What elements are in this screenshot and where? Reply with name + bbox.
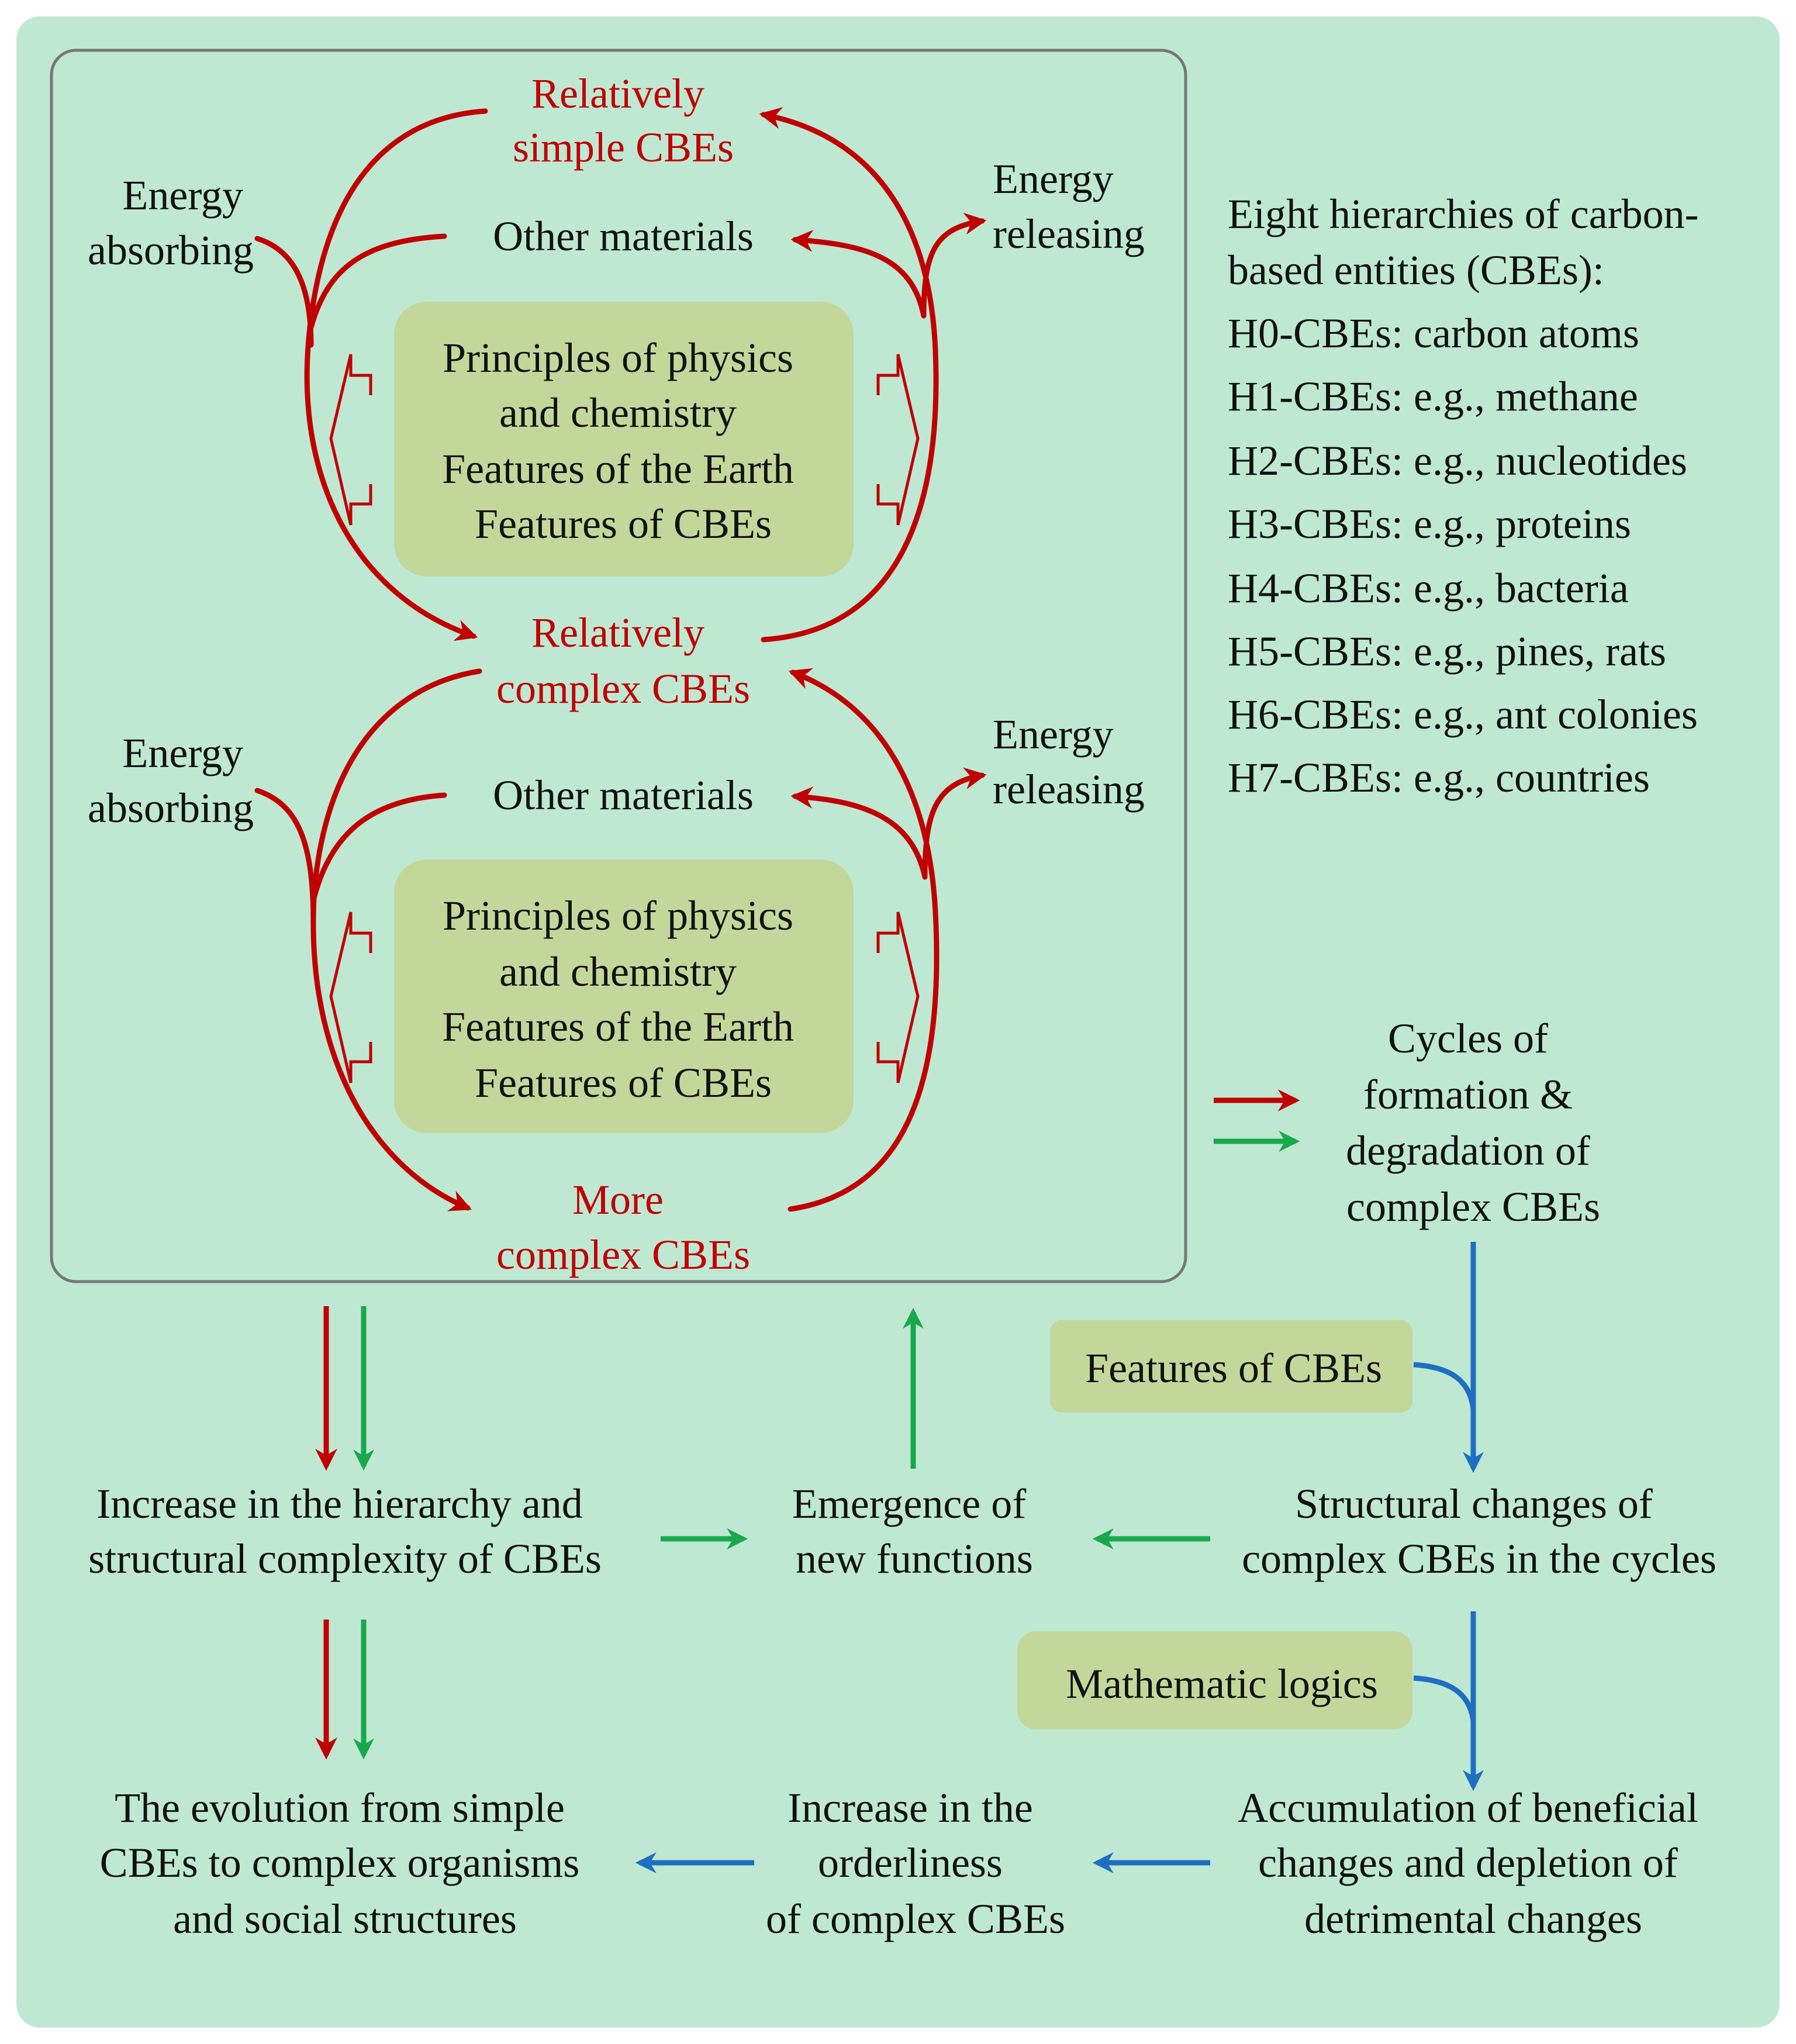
emergence-line-2: new functions — [796, 1535, 1033, 1582]
math-box — [1017, 1631, 1412, 1729]
accumulation-label: Accumulation of beneficial changes and d… — [1238, 1784, 1709, 1942]
energy-releasing-upper-label: Energy releasing — [993, 156, 1145, 257]
hierarchy-item: H6-CBEs: e.g., ant colonies — [1228, 691, 1698, 738]
principles-upper-line-3: Features of the Earth — [442, 446, 794, 492]
structural-changes-line-2: complex CBEs in the cycles — [1242, 1535, 1716, 1582]
more-complex-cbes-line-2: complex CBEs — [496, 1231, 750, 1278]
structural-changes-line-1: Structural changes of — [1295, 1480, 1653, 1527]
increase-hierarchy-line-2: structural complexity of CBEs — [88, 1535, 602, 1582]
hierarchy-item: H0-CBEs: carbon atoms — [1228, 310, 1639, 357]
more-complex-cbes-label: More complex CBEs — [496, 1176, 750, 1278]
arrow-other-out-upper — [790, 230, 927, 319]
orderliness-label: Increase in the orderliness of complex C… — [766, 1784, 1065, 1942]
energy-absorbing-lower-line-1: Energy — [122, 730, 243, 776]
orderliness-line-1: Increase in the — [788, 1784, 1033, 1831]
principles-lower-text: Principles of physics and chemistry Feat… — [442, 892, 804, 1106]
hierarchy-item: H3-CBEs: e.g., proteins — [1228, 500, 1631, 547]
complex-cbes-label: Relatively complex CBEs — [496, 609, 750, 712]
increase-hierarchy-line-1: Increase in the hierarchy and — [96, 1480, 583, 1527]
evolution-line-1: The evolution from simple — [115, 1784, 565, 1831]
arrow-other-in-lower — [310, 792, 447, 903]
simple-cbes-line-1: Relatively — [531, 70, 704, 117]
evolution-line-2: CBEs to complex organisms — [100, 1839, 580, 1886]
simple-cbes-label: Relatively simple CBEs — [513, 70, 734, 171]
principles-upper-text: Principles of physics and chemistry Feat… — [442, 334, 804, 547]
arrow-other-out-lower — [790, 786, 928, 880]
energy-releasing-upper-line-2: releasing — [993, 210, 1145, 257]
arrow-release-upper — [921, 212, 987, 319]
hierarchy-item: H1-CBEs: e.g., methane — [1228, 373, 1638, 420]
energy-releasing-lower-line-1: Energy — [993, 711, 1114, 758]
structural-changes-label: Structural changes of complex CBEs in th… — [1242, 1480, 1716, 1582]
blue-merge-features — [1413, 1362, 1476, 1410]
energy-absorbing-upper-line-1: Energy — [122, 172, 243, 219]
arrow-more-to-complex — [788, 668, 940, 1212]
emergence-label: Emergence of new functions — [792, 1480, 1037, 1582]
orderliness-line-2: orderliness — [818, 1839, 1003, 1886]
principles-upper-line-4: Features of CBEs — [475, 500, 772, 547]
hierarchy-item: H5-CBEs: e.g., pines, rats — [1228, 628, 1666, 675]
accumulation-line-1: Accumulation of beneficial — [1238, 1784, 1698, 1831]
emergence-line-1: Emergence of — [792, 1480, 1026, 1527]
features-box-label: Features of CBEs — [1085, 1345, 1382, 1392]
evolution-line-3: and social structures — [173, 1895, 517, 1942]
more-complex-cbes-line-1: More — [572, 1176, 664, 1223]
accumulation-line-3: detrimental changes — [1304, 1895, 1642, 1942]
cycles-line-1: Cycles of — [1388, 1015, 1548, 1062]
evolution-label: The evolution from simple CBEs to comple… — [100, 1784, 590, 1942]
arrow-complex-to-simple — [759, 107, 939, 643]
energy-releasing-upper-line-1: Energy — [993, 156, 1114, 202]
principles-upper-line-1: Principles of physics — [443, 334, 793, 381]
hierarchy-item: H7-CBEs: e.g., countries — [1228, 754, 1650, 801]
increase-hierarchy-label: Increase in the hierarchy and structural… — [88, 1480, 602, 1582]
arrow-other-in-upper — [308, 233, 447, 330]
principles-box-lower — [394, 859, 854, 1133]
cycles-line-4: complex CBEs — [1346, 1183, 1600, 1230]
other-materials-upper-label: Other materials — [493, 213, 754, 260]
hierarchy-item: H4-CBEs: e.g., bacteria — [1228, 565, 1629, 612]
complex-cbes-line-2: complex CBEs — [496, 665, 750, 712]
cycles-label: Cycles of formation & degradation of com… — [1346, 1015, 1601, 1230]
energy-absorbing-upper-label: Energy absorbing — [88, 172, 254, 274]
principles-lower-line-2: and chemistry — [499, 948, 737, 995]
principles-lower-line-1: Principles of physics — [443, 892, 793, 939]
principles-lower-line-4: Features of CBEs — [475, 1059, 772, 1106]
energy-absorbing-lower-label: Energy absorbing — [88, 730, 254, 831]
other-materials-lower-label: Other materials — [493, 772, 754, 819]
cycle-panel — [50, 49, 1187, 1283]
cycles-line-3: degradation of — [1346, 1127, 1590, 1174]
hollow-arrow-left-lower — [329, 911, 372, 1083]
hierarchy-item: H2-CBEs: e.g., nucleotides — [1228, 437, 1687, 484]
complex-cbes-line-1: Relatively — [531, 609, 704, 656]
energy-absorbing-lower-line-2: absorbing — [88, 785, 254, 831]
hollow-arrow-right-lower — [876, 911, 920, 1083]
energy-releasing-lower-line-2: releasing — [993, 766, 1145, 813]
hollow-arrow-right-upper — [876, 354, 920, 526]
hierarchies-heading-line-1: Eight hierarchies of carbon- — [1228, 191, 1699, 237]
cycles-line-2: formation & — [1363, 1071, 1573, 1118]
arrow-release-lower — [922, 767, 987, 880]
hollow-arrow-left-upper — [329, 354, 372, 526]
principles-upper-line-2: and chemistry — [499, 389, 737, 436]
energy-releasing-lower-label: Energy releasing — [993, 711, 1145, 813]
principles-lower-line-3: Features of the Earth — [442, 1003, 794, 1050]
blue-merge-math — [1413, 1675, 1476, 1722]
orderliness-line-3: of complex CBEs — [766, 1895, 1065, 1942]
features-box — [1050, 1320, 1412, 1413]
accumulation-line-2: changes and depletion of — [1258, 1839, 1678, 1886]
hierarchies-list: Eight hierarchies of carbon- based entit… — [1228, 191, 1709, 801]
math-box-label: Mathematic logics — [1066, 1660, 1378, 1707]
energy-absorbing-upper-line-2: absorbing — [88, 227, 254, 274]
principles-box-upper — [394, 302, 854, 576]
simple-cbes-line-2: simple CBEs — [513, 124, 734, 171]
hierarchies-heading-line-2: based entities (CBEs): — [1228, 247, 1604, 294]
